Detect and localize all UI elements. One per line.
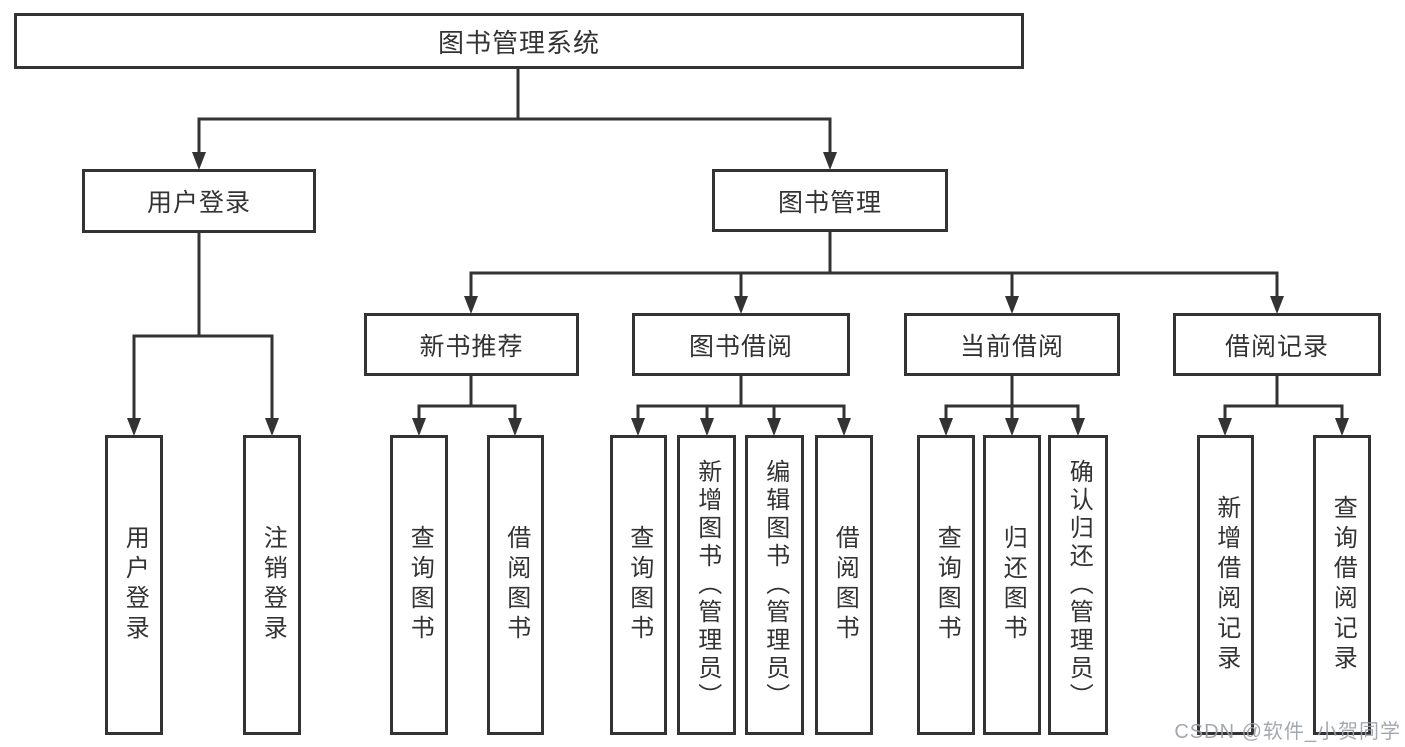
- node-book-management-label: 图书管理: [777, 188, 882, 217]
- node-leaf-confirm-return-admin: 确认归还（管理员）: [1048, 435, 1108, 735]
- node-user-login: 用户登录: [82, 169, 316, 233]
- node-leaf-query-books-1: 查询图书: [390, 435, 448, 735]
- tree-connector-path: [132, 67, 1344, 433]
- node-leaf-add-borrow-record-label: 新增借阅记录: [1212, 495, 1240, 675]
- node-current-borrowing-label: 当前借阅: [959, 332, 1064, 361]
- node-new-book-recommend: 新书推荐: [364, 313, 579, 376]
- node-leaf-edit-books-admin-label: 编辑图书（管理员）: [761, 459, 789, 711]
- node-leaf-query-books-1-label: 查询图书: [406, 525, 434, 645]
- node-leaf-query-books-3-label: 查询图书: [933, 525, 961, 645]
- node-root: 图书管理系统: [14, 13, 1024, 69]
- node-leaf-edit-books-admin: 编辑图书（管理员）: [745, 435, 804, 735]
- node-leaf-logout: 注销登录: [243, 435, 301, 735]
- node-leaf-add-books-admin: 新增图书（管理员）: [677, 435, 736, 735]
- node-leaf-borrow-books-1: 借阅图书: [487, 435, 544, 735]
- node-leaf-borrow-books-1-label: 借阅图书: [502, 525, 530, 645]
- node-borrowing-records: 借阅记录: [1173, 313, 1381, 376]
- node-leaf-user-login: 用户登录: [105, 435, 163, 735]
- node-leaf-logout-label: 注销登录: [259, 525, 287, 645]
- arrowhead-icons: [127, 152, 1349, 436]
- node-leaf-confirm-return-admin-label: 确认归还（管理员）: [1065, 459, 1093, 711]
- node-leaf-query-books-2: 查询图书: [610, 435, 667, 735]
- node-new-book-recommend-label: 新书推荐: [419, 332, 524, 361]
- node-leaf-user-login-label: 用户登录: [121, 525, 149, 645]
- node-leaf-borrow-books-2-label: 借阅图书: [831, 525, 859, 645]
- node-book-management: 图书管理: [712, 169, 948, 232]
- watermark: CSDN @软件_小贺同学: [1174, 721, 1401, 743]
- node-leaf-query-borrow-record-label: 查询借阅记录: [1329, 495, 1357, 675]
- node-leaf-return-books-label: 归还图书: [999, 525, 1027, 645]
- node-leaf-borrow-books-2: 借阅图书: [815, 435, 873, 735]
- node-leaf-query-borrow-record: 查询借阅记录: [1313, 435, 1371, 735]
- node-leaf-return-books: 归还图书: [983, 435, 1041, 735]
- node-borrowing-records-label: 借阅记录: [1224, 332, 1329, 361]
- node-book-borrowing-label: 图书借阅: [688, 332, 793, 361]
- node-leaf-query-books-3: 查询图书: [917, 435, 975, 735]
- node-leaf-add-books-admin-label: 新增图书（管理员）: [693, 459, 721, 711]
- node-user-login-label: 用户登录: [146, 189, 251, 217]
- node-leaf-add-borrow-record: 新增借阅记录: [1197, 435, 1254, 735]
- node-root-label: 图书管理系统: [437, 27, 600, 58]
- node-current-borrowing: 当前借阅: [904, 313, 1120, 376]
- node-leaf-query-books-2-label: 查询图书: [625, 525, 653, 645]
- node-book-borrowing: 图书借阅: [632, 313, 850, 376]
